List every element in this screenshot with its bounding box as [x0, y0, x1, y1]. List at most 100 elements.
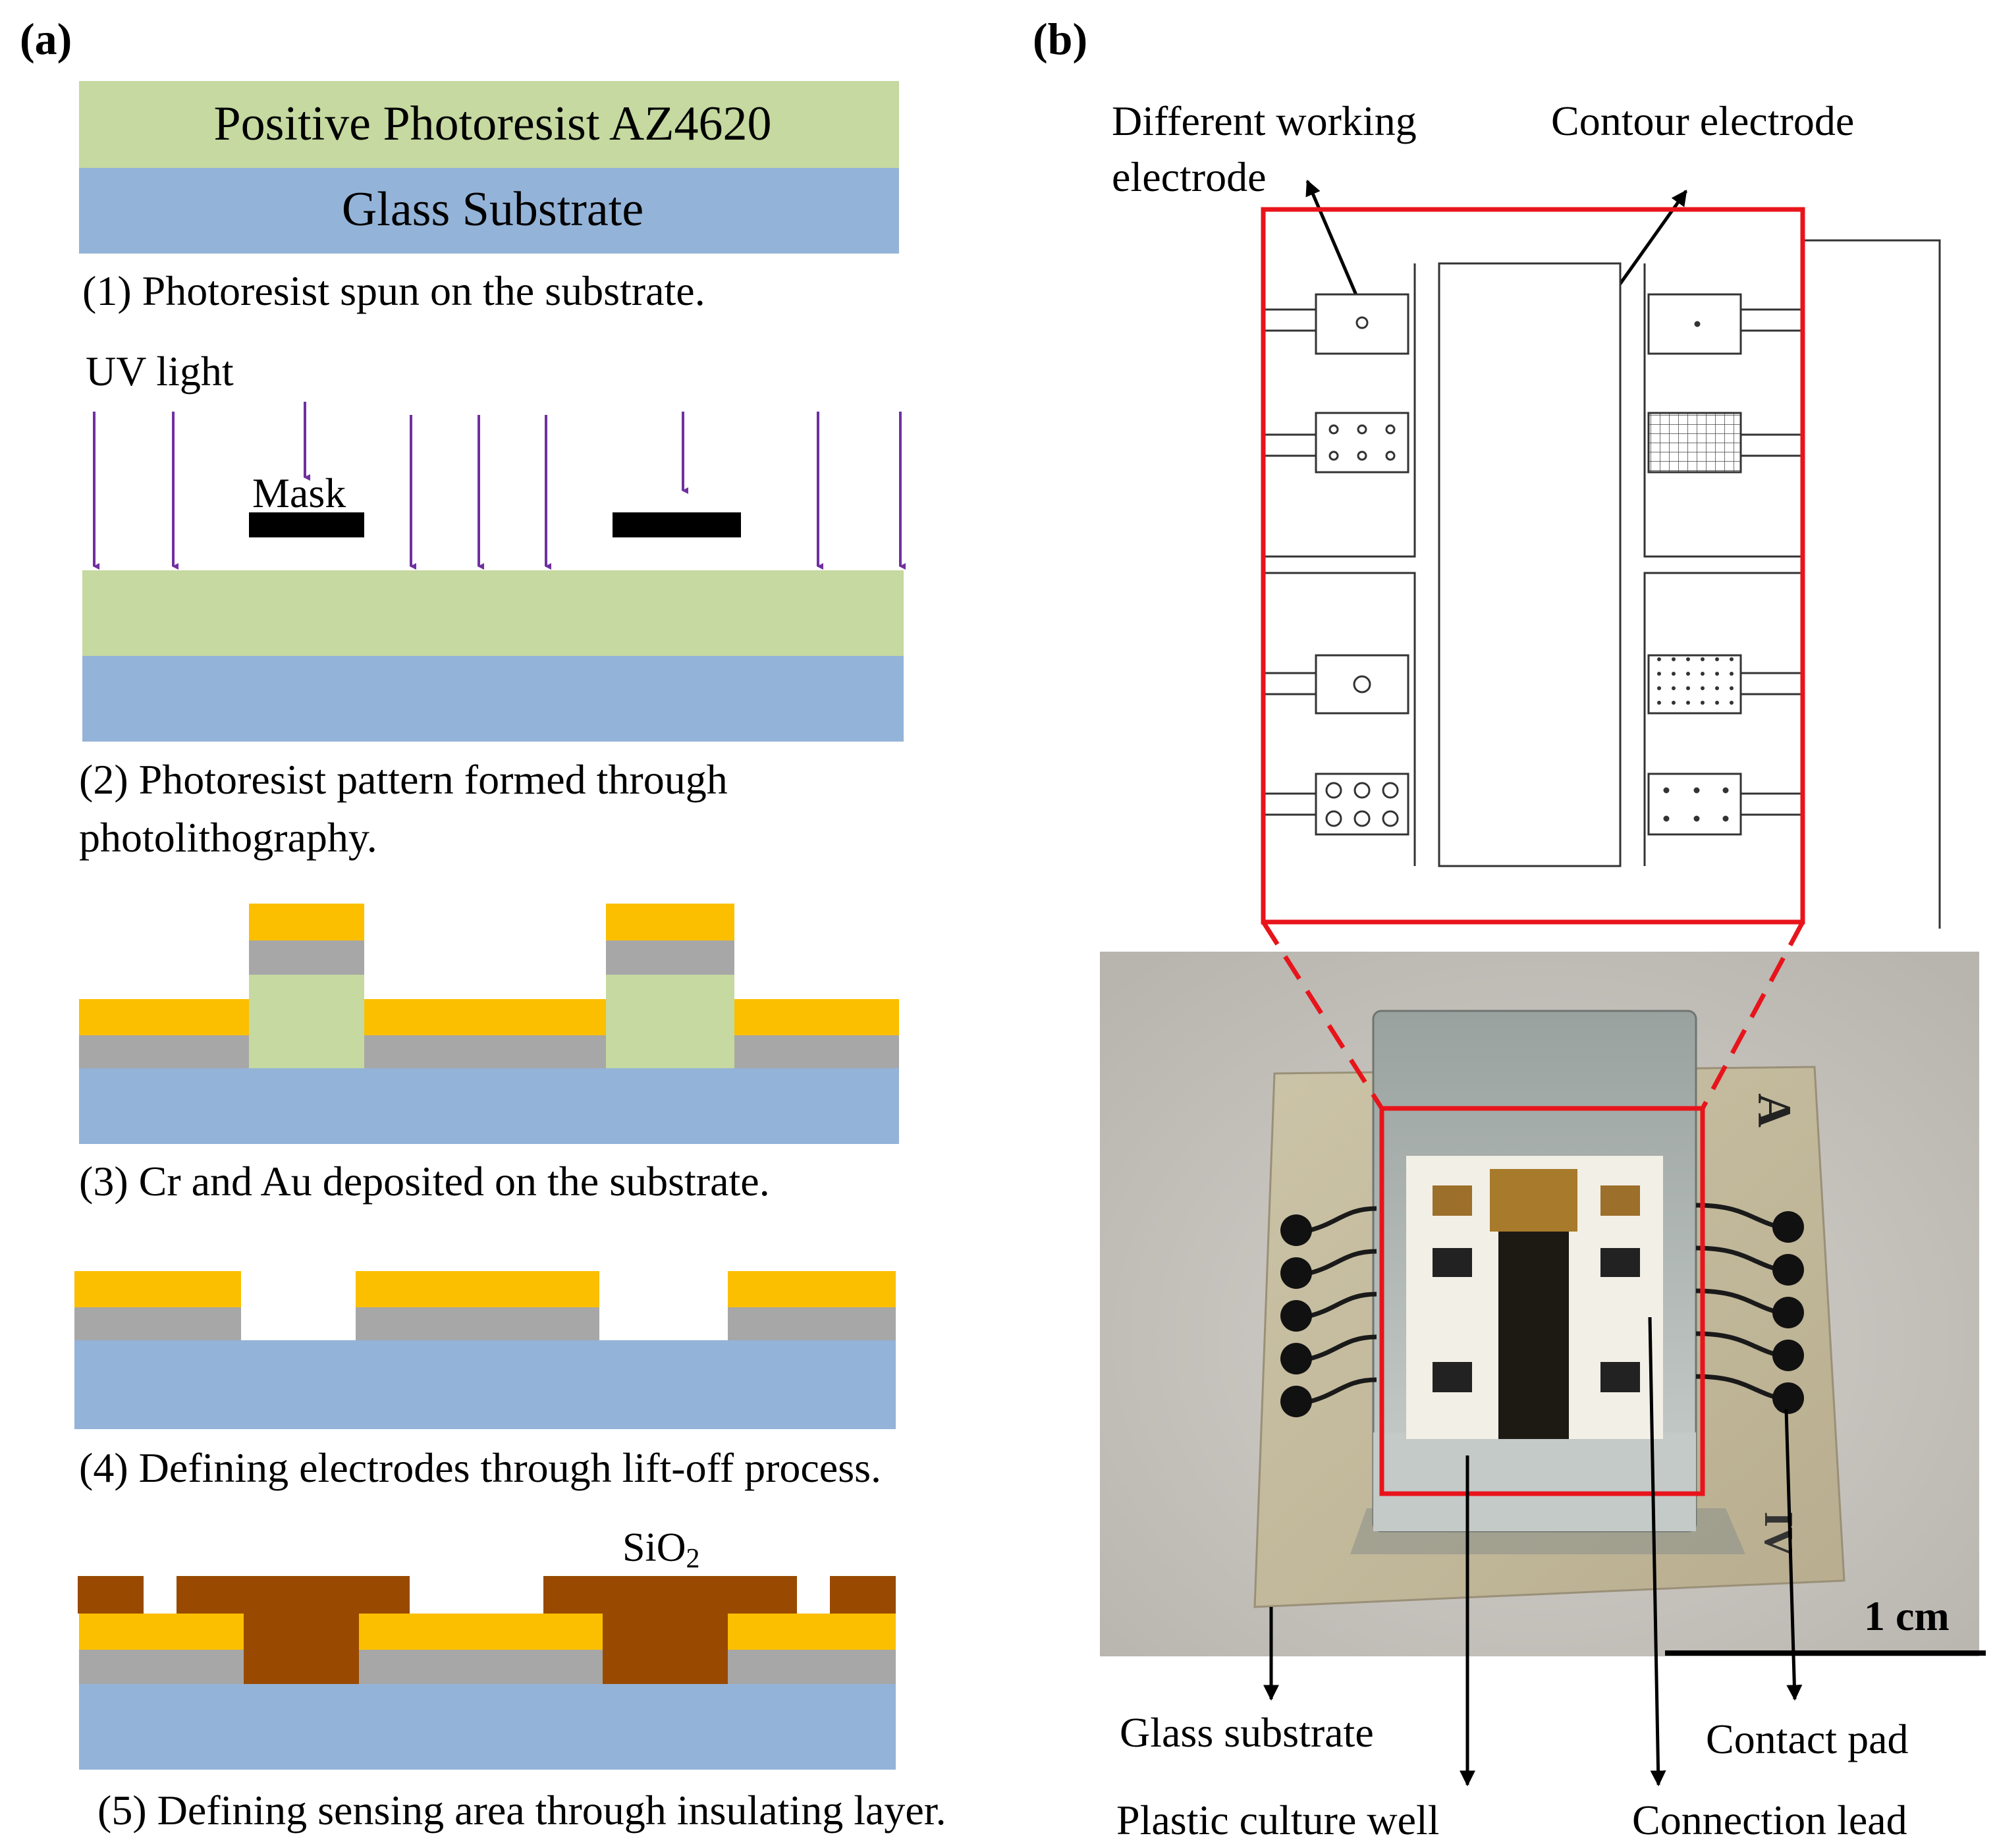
- electrode-pad-photo: [1433, 1248, 1472, 1277]
- gold-layer: [364, 999, 606, 1035]
- panel-b: (b) Different working electrode Contour …: [1033, 14, 1986, 1843]
- chrome-layer: [249, 940, 364, 975]
- electrode-site: [1357, 424, 1367, 435]
- gold-layer: [79, 1614, 244, 1650]
- panel-a-label: (a): [20, 14, 72, 64]
- lead-line: [1303, 1206, 1377, 1234]
- electrode-site: [1722, 815, 1729, 822]
- lead-trace: [1741, 792, 1803, 816]
- glass-substrate-layer: [79, 1068, 899, 1144]
- step-3-diagram: [79, 904, 899, 1144]
- label-contact-pad: Contact pad: [1706, 1716, 1908, 1762]
- lead-line: [1303, 1334, 1377, 1363]
- electrode-site: [1355, 316, 1369, 329]
- electrode-pad-photo: [1433, 1185, 1472, 1216]
- step-1-caption: (1) Photoresist spun on the substrate.: [82, 267, 705, 314]
- electrode-site: [1385, 424, 1396, 435]
- lead-trace: [1741, 308, 1803, 332]
- glass-substrate-layer: [74, 1340, 896, 1429]
- label-plastic-culture-well: Plastic culture well: [1116, 1797, 1440, 1843]
- electrode-site: [1353, 782, 1371, 799]
- electrode-site: [1328, 450, 1339, 461]
- panel-b-label: (b): [1033, 14, 1087, 64]
- step-2-caption-cont: photolithography.: [79, 814, 377, 861]
- panel-a: (a) Positive Photoresist AZ4620 Glass Su…: [20, 14, 946, 1834]
- lead-trace: [1263, 672, 1316, 695]
- sio2-block: [830, 1576, 896, 1614]
- gold-layer: [359, 1614, 603, 1650]
- gold-layer: [728, 1271, 896, 1307]
- electrode-pad-photo: [1600, 1248, 1640, 1277]
- step-1-diagram: Positive Photoresist AZ4620 Glass Substr…: [79, 81, 899, 254]
- contour-electrode-photo-dark: [1498, 1232, 1569, 1439]
- chrome-layer: [356, 1307, 599, 1340]
- electrode-site: [1357, 450, 1367, 461]
- electrode-pad-photo: [1600, 1185, 1640, 1216]
- gold-layer: [249, 904, 364, 940]
- callout-working-electrode-cont: electrode: [1112, 153, 1267, 200]
- chrome-layer: [79, 1650, 244, 1684]
- contact-pad-dot: [1772, 1254, 1804, 1286]
- electrode-site: [1382, 810, 1399, 827]
- chrome-layer: [606, 940, 734, 975]
- step-4-diagram: [74, 1271, 896, 1429]
- working-electrode-pad: [1315, 654, 1409, 715]
- electrode-site: [1353, 810, 1371, 827]
- contact-pad-dot: [1772, 1211, 1804, 1243]
- chrome-layer: [74, 1307, 241, 1340]
- gold-layer: [606, 904, 734, 940]
- photoresist-pillar: [606, 975, 734, 1068]
- working-electrode-pad: [1647, 654, 1742, 715]
- contact-pad-dot: [1772, 1340, 1804, 1371]
- step-2-diagram: UV light Mask: [82, 348, 906, 742]
- electrode-site: [1385, 450, 1396, 461]
- chrome-layer: [359, 1650, 603, 1684]
- photoresist-layer-label: Positive Photoresist AZ4620: [214, 97, 772, 151]
- contact-pad-dot: [1772, 1297, 1804, 1328]
- glass-substrate-layer: [82, 656, 904, 742]
- electrode-site: [1722, 787, 1729, 794]
- working-electrode-pad: [1315, 293, 1409, 355]
- label-glass-substrate: Glass substrate: [1120, 1709, 1374, 1756]
- lead-line: [1303, 1377, 1377, 1405]
- device-photo: A IV: [1100, 952, 1979, 1656]
- step-5-diagram: SiO2: [78, 1525, 896, 1770]
- step-5-caption: (5) Defining sensing area through insula…: [97, 1787, 946, 1834]
- schematic-outline: [1263, 572, 1416, 866]
- gold-layer: [74, 1271, 241, 1307]
- glass-substrate-layer-label: Glass Substrate: [342, 182, 643, 236]
- electrode-site: [1353, 675, 1371, 693]
- lead-trace: [1263, 433, 1316, 457]
- callout-working-electrode: Different working: [1112, 97, 1417, 144]
- mask-block: [613, 512, 741, 537]
- chrome-layer: [79, 1035, 249, 1068]
- photo-zoom-box: [1379, 1106, 1705, 1496]
- contact-pad-dot: [1280, 1214, 1312, 1246]
- contact-pads-photo: [1280, 1211, 1804, 1417]
- zoom-connector-line: [1700, 921, 1805, 1110]
- lead-line: [1303, 1291, 1377, 1320]
- glass-substrate-layer: [79, 168, 899, 254]
- sio2-block: [78, 1576, 144, 1614]
- contact-pad-dot: [1280, 1386, 1312, 1417]
- photo-mark-iv: IV: [1756, 1511, 1801, 1557]
- electrode-site: [1382, 782, 1399, 799]
- electrode-site: [1328, 424, 1339, 435]
- schematic-outline: [1643, 263, 1803, 558]
- schematic-outline: [1643, 572, 1803, 866]
- photoresist-pillar: [249, 975, 364, 1068]
- gold-layer: [734, 999, 899, 1035]
- gold-layer: [79, 999, 249, 1035]
- contact-pad-dot: [1280, 1257, 1312, 1289]
- chrome-layer: [728, 1307, 896, 1340]
- mask-label: Mask: [252, 470, 346, 516]
- label-arrow: [1648, 1317, 1666, 1787]
- gold-layer: [356, 1271, 599, 1307]
- glass-substrate-layer: [79, 1684, 896, 1770]
- sio2-block: [177, 1576, 410, 1684]
- chrome-layer: [734, 1035, 899, 1068]
- electrode-site: [1663, 787, 1670, 794]
- working-electrode-pad: [1315, 412, 1409, 474]
- lead-line: [1303, 1249, 1377, 1277]
- photo-mark-a: A: [1748, 1093, 1801, 1128]
